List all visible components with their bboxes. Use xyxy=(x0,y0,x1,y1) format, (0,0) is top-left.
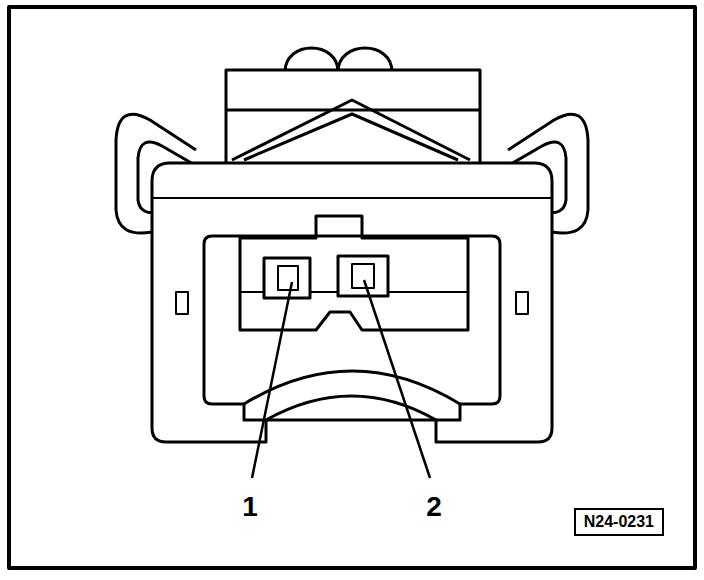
figure-number-box: N24-0231 xyxy=(574,508,664,536)
frame xyxy=(9,7,695,568)
callout-number: 2 xyxy=(426,493,442,521)
callout-number: 1 xyxy=(242,493,258,521)
figure-number: N24-0231 xyxy=(584,513,654,531)
